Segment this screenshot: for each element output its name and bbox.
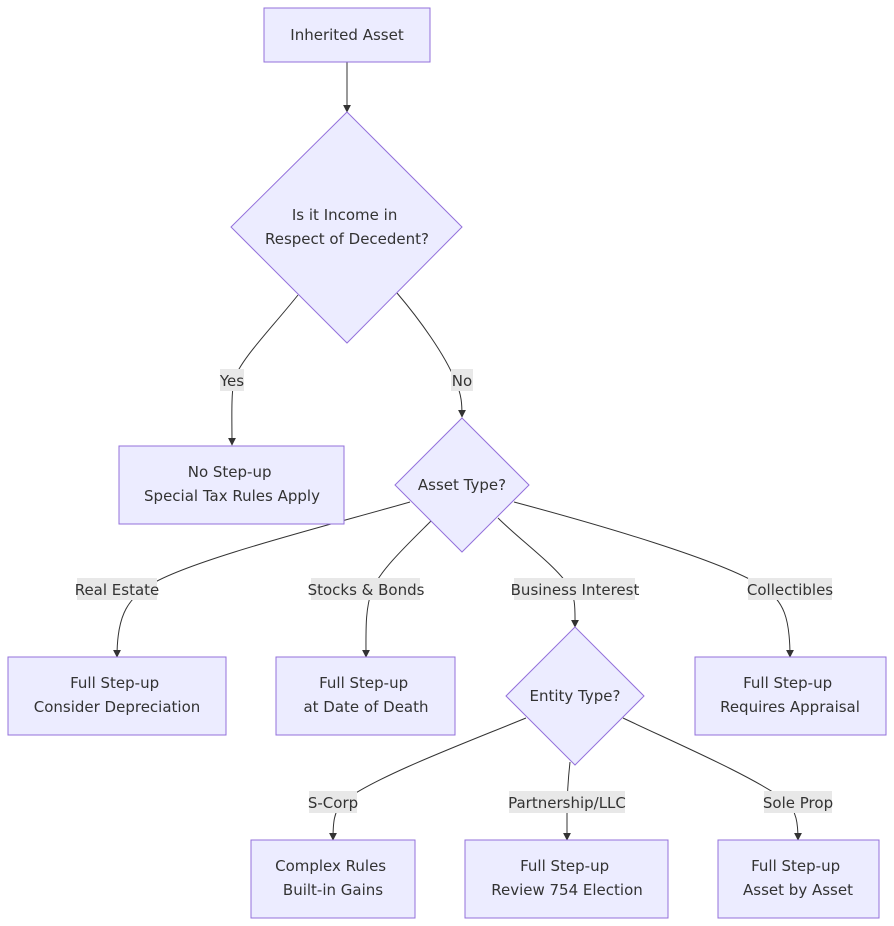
svg-text:Complex Rules Built-in G: Complex Rules Built-in Gains: [275, 857, 391, 899]
node-ird-decision: Is it Income in Respect of Decedent?: [230, 111, 463, 344]
edge-label-yes: Yes: [219, 369, 244, 391]
svg-text:Stocks & Bonds: Stocks & Bonds: [308, 581, 425, 599]
edge-asset-business: [497, 517, 580, 628]
edge-entity-soleprop: [622, 717, 802, 841]
svg-text:Full Step-up Asset by As: Full Step-up Asset by Asset: [743, 857, 853, 899]
edge-label-stocks-bonds: Stocks & Bonds: [308, 578, 425, 600]
node-scorp-result: Complex Rules Built-in Gains: [250, 839, 416, 919]
svg-text:S-Corp: S-Corp: [308, 794, 358, 812]
node-entity-type-decision: Entity Type?: [505, 626, 645, 766]
node-partnership-result: Full Step-up Review 754 Election: [464, 839, 669, 919]
svg-text:Business Interest: Business Interest: [511, 581, 640, 599]
node-real-estate-result: Full Step-up Consider Depreciation: [7, 656, 227, 736]
svg-text:Collectibles: Collectibles: [747, 581, 833, 599]
svg-text:Full Step-up Requires Ap: Full Step-up Requires Appraisal: [720, 674, 860, 716]
edge-label-real-estate: Real Estate: [75, 578, 160, 600]
node-collectibles-result: Full Step-up Requires Appraisal: [694, 656, 887, 736]
edge-asset-collectibles: [513, 501, 794, 658]
edge-ird-no: [396, 292, 466, 418]
node-inherited-asset: Inherited Asset: [263, 7, 431, 63]
node-soleprop-result: Full Step-up Asset by Asset: [717, 839, 880, 919]
svg-text:Partnership/LLC: Partnership/LLC: [508, 794, 626, 812]
edge-label-partnership-llc: Partnership/LLC: [508, 791, 626, 813]
svg-text:Entity Type?: Entity Type?: [530, 687, 621, 705]
svg-text:Full Step-up Consider De: Full Step-up Consider Depreciation: [34, 674, 201, 716]
edge-entity-scorp: [329, 717, 527, 841]
node-no-step-up: No Step-up Special Tax Rules Apply: [118, 445, 345, 525]
svg-text:Inherited Asset: Inherited Asset: [290, 26, 404, 44]
svg-text:Real Estate: Real Estate: [75, 581, 160, 599]
edge-label-sole-prop: Sole Prop: [763, 791, 833, 813]
svg-text:Sole Prop: Sole Prop: [763, 794, 833, 812]
svg-text:Yes: Yes: [219, 372, 244, 390]
svg-text:Asset Type?: Asset Type?: [418, 476, 506, 494]
svg-text:Full Step-up Review 754: Full Step-up Review 754 Election: [491, 857, 643, 899]
edge-label-business-interest: Business Interest: [511, 578, 640, 600]
svg-text:No Step-up Special Tax R: No Step-up Special Tax Rules Apply: [144, 463, 320, 505]
svg-text:Is it Income in Respect: Is it Income in Respect of Decedent?: [265, 206, 429, 248]
svg-text:Full Step-up at Date of: Full Step-up at Date of Death: [303, 674, 428, 716]
edge-entity-partnership: [563, 761, 571, 841]
node-stocks-result: Full Step-up at Date of Death: [275, 656, 456, 736]
edge-label-no: No: [451, 369, 473, 391]
node-asset-type-decision: Asset Type?: [394, 417, 530, 553]
edge-label-s-corp: S-Corp: [308, 791, 358, 813]
edge-label-collectibles: Collectibles: [747, 578, 833, 600]
svg-text:No: No: [452, 372, 472, 390]
